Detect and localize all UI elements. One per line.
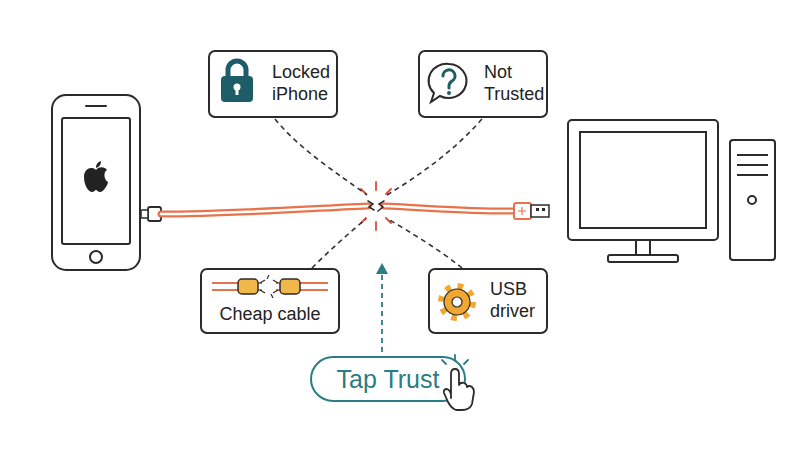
action-button: Tap Trust: [310, 356, 466, 402]
box-label: Locked iPhone: [272, 62, 336, 105]
monitor-neck: [636, 240, 650, 255]
tower-case: [730, 140, 775, 260]
tower-bay: [737, 164, 768, 166]
usb-housing: [514, 203, 531, 219]
cable-left-core: [161, 206, 368, 214]
usb-metal: [531, 205, 549, 217]
break-end-right: [378, 201, 384, 211]
cause-box: Cheap cable: [200, 268, 340, 334]
phone-speaker: [86, 105, 106, 107]
leader-line: [312, 219, 366, 268]
tap-arrow: [376, 263, 388, 352]
usb-plug: [514, 203, 549, 219]
computer-drawing: [568, 120, 775, 262]
leader-lines: [275, 119, 482, 268]
cable-left: [161, 206, 368, 214]
cause-box: USB driver: [428, 268, 548, 334]
apple-logo: [84, 161, 108, 192]
box-label: USB driver: [490, 279, 542, 322]
plug-tip: [141, 210, 148, 218]
tower-button: [748, 196, 756, 204]
tower-bay: [737, 154, 768, 156]
box-label: Tap Trust: [318, 364, 458, 394]
iphone-drawing: [52, 95, 140, 270]
break-sparks: [361, 182, 391, 230]
spark-line: [375, 182, 377, 190]
monitor-screen: [580, 132, 706, 228]
box-label: Not Trusted: [484, 62, 546, 105]
tower-bay: [737, 174, 768, 176]
cable-right: [384, 206, 515, 211]
tap-arrow-head: [376, 263, 388, 274]
break-end-left: [368, 201, 374, 210]
monitor-frame: [568, 120, 718, 240]
leader-line: [387, 119, 482, 195]
box-label: Cheap cable: [205, 304, 335, 326]
leader-line: [275, 119, 367, 195]
leader-line: [388, 219, 462, 268]
usb-symbol: [518, 207, 526, 215]
phone-screen: [62, 118, 130, 244]
monitor-base: [608, 255, 678, 262]
phone-home-button: [90, 251, 102, 263]
cable-right-core: [384, 206, 515, 211]
cable-drawing: [161, 201, 515, 214]
usb-pin: [542, 208, 545, 211]
spark-line: [375, 222, 377, 230]
phone-body: [52, 95, 140, 270]
usb-pin: [536, 208, 539, 211]
cause-box: Not Trusted: [418, 50, 548, 118]
cause-box: Locked iPhone: [208, 50, 338, 118]
tap-arrow-shaft: [381, 272, 383, 352]
